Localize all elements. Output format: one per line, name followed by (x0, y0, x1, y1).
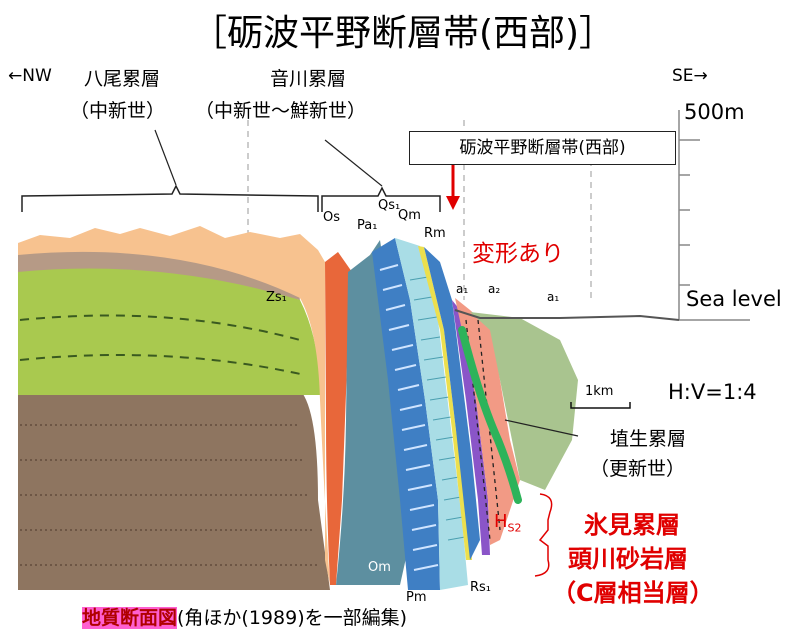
brace-otogawa (321, 186, 441, 212)
unit-label-a1: a₁ (456, 282, 469, 296)
unit-label-pm: Pm (406, 590, 427, 605)
unit-label-qs1: Qs₁ (378, 198, 401, 213)
unit-label-rs1: Rs₁ (470, 580, 492, 595)
zukawa-sandstone-name: 頭川砂岩層 (568, 545, 688, 573)
c-layer-equivalent: （C層相当層） (552, 579, 714, 607)
leader-otogawa (324, 139, 383, 187)
layer-green (18, 263, 320, 395)
direction-se: SE→ (672, 66, 708, 86)
scale-ratio-label: H:V=1:4 (668, 380, 757, 404)
layer-os (325, 252, 352, 585)
hanyu-formation-age: （更新世） (590, 458, 686, 480)
himi-formation-name: 氷見累層 (584, 511, 680, 539)
layer-rm (424, 247, 480, 560)
sea-level-label: Sea level (686, 287, 782, 311)
unit-label-qm: Qm (398, 208, 421, 223)
layer-orange-zs1 (18, 226, 330, 585)
deformation-label: 変形あり (472, 241, 564, 267)
scale-bar (570, 402, 631, 409)
caption-highlight: 地質断面図 (82, 607, 178, 629)
yatsuo-formation-age: （中新世） (70, 100, 166, 122)
unit-label-om: Om (368, 560, 391, 575)
layer-blue-band (372, 238, 440, 590)
fault-line-green (458, 326, 522, 504)
himi-bracket (534, 493, 553, 577)
fault-zone-label-box: 砺波平野断層帯(西部) (409, 131, 676, 165)
scale-bar-label: 1km (585, 384, 614, 399)
depth-scale-axis (678, 110, 750, 321)
hs2-label: HS2 (494, 511, 522, 535)
yatsuo-formation-name: 八尾累層 (84, 68, 161, 90)
otogawa-formation-age: （中新世～鮮新世） (195, 100, 367, 122)
depth-scale-label: 500m (684, 100, 745, 124)
fault-arrow-icon (446, 165, 460, 210)
layer-purple (452, 300, 490, 555)
figure-caption: 地質断面図(角ほか(1989)を一部編集) (82, 603, 407, 630)
unit-label-a1b: a₁ (547, 290, 560, 304)
page-title: ［砺波平野断層帯(西部)］ (190, 13, 616, 54)
unit-label-a2: a₂ (488, 282, 501, 296)
leader-hanyu (504, 419, 579, 437)
caption-source: (角ほか(1989)を一部編集) (177, 607, 408, 629)
leader-yatsuo (154, 129, 177, 186)
surface-line (454, 309, 680, 321)
unit-label-zs1: Zs₁ (266, 290, 287, 305)
otogawa-formation-name: 音川累層 (270, 68, 347, 90)
unit-label-rm: Rm (424, 226, 446, 241)
brace-yatsuo (21, 184, 319, 212)
unit-label-os: Os (323, 210, 341, 225)
layer-brown-lower (18, 390, 330, 590)
hanyu-formation-name: 埴生累層 (610, 428, 687, 450)
direction-nw: ←NW (8, 66, 52, 86)
layer-yellow (418, 246, 472, 560)
layer-hanyu (470, 312, 578, 490)
unit-label-pa1: Pa₁ (357, 218, 378, 233)
layer-qm (395, 238, 468, 590)
